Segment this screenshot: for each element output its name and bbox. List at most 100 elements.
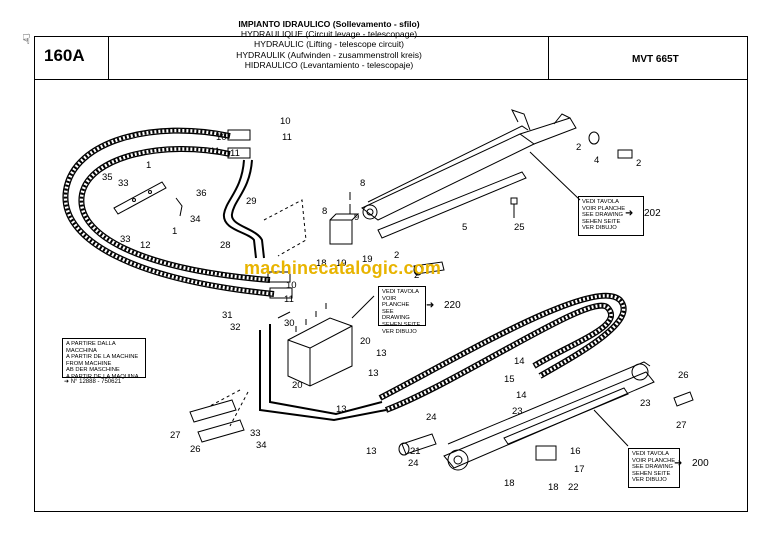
callout: 10 xyxy=(286,280,297,291)
header-divider-left xyxy=(108,36,109,80)
see-drawing-box: VEDI TAVOLA VOIR PLANCHE SEE DRAWING SEH… xyxy=(628,448,680,488)
arrow-right-icon: ➜ xyxy=(674,458,683,469)
note-line: FROM MACHINE xyxy=(66,360,112,367)
note-line: A PARTIR DE LA MAQUINA xyxy=(66,373,139,380)
callout: 11 xyxy=(284,294,294,305)
callout: 11 xyxy=(230,148,240,159)
callout: 25 xyxy=(514,222,525,233)
hand-cursor-icon: ☟ xyxy=(22,31,31,47)
callout: 13 xyxy=(336,404,347,415)
hydraulic-parts-diagram xyxy=(62,109,694,471)
title-spanish: HIDRAULICO (Levantamiento - telescopaje) xyxy=(244,59,414,70)
serial-note-box: A PARTIRE DALLA MACCHINA A PARTIR DE LA … xyxy=(62,338,146,380)
callout: 27 xyxy=(170,430,181,441)
callout: 17 xyxy=(574,464,585,475)
callout: 8 xyxy=(360,178,366,189)
callout: 14 xyxy=(516,390,527,401)
callout: 1 xyxy=(172,226,178,237)
callout: 24 xyxy=(408,458,419,469)
header-divider-right xyxy=(548,36,549,80)
callout: 20 xyxy=(292,380,303,391)
note-line: A PARTIRE DALLA MACCHINA xyxy=(66,341,116,354)
callout: 34 xyxy=(256,440,267,451)
callout: 33 xyxy=(118,178,129,189)
ref-line: SEHEN SEITE xyxy=(382,321,421,328)
ref-line: VEDI TAVOLA xyxy=(582,199,620,205)
callout: 13 xyxy=(366,446,377,457)
ref-line: SEE DRAWING xyxy=(382,308,410,322)
callout: 31 xyxy=(222,310,233,321)
arrow-right-icon: ➜ xyxy=(64,379,70,385)
callout: 2 xyxy=(576,142,582,153)
title-french: HYDRAULIQUE (Circuit levage - telescopag… xyxy=(240,29,418,40)
callout: 11 xyxy=(282,132,292,143)
ref-line: VOIR PLANCHE xyxy=(582,205,626,212)
callout: 27 xyxy=(676,420,687,431)
callout: 28 xyxy=(220,240,231,251)
callout: 18 xyxy=(316,258,327,269)
callout: 26 xyxy=(190,444,201,455)
callout: 16 xyxy=(570,446,581,457)
see-drawing-box: VEDI TAVOLA VOIR PLANCHE SEE DRAWING SEH… xyxy=(378,286,426,335)
watermark: machinecatalogic.com xyxy=(244,258,442,278)
callout: 20 xyxy=(360,336,371,347)
arrow-right-icon: ➜ xyxy=(426,300,435,311)
callout: 33 xyxy=(120,234,131,245)
see-drawing-box: VEDI TAVOLA VOIR PLANCHE SEE DRAWING SEH… xyxy=(578,196,644,236)
see-drawing-number[interactable]: 220 xyxy=(444,300,461,311)
note-line: AB DER MASCHINE xyxy=(66,367,120,374)
callout: 4 xyxy=(594,155,600,166)
callout: 18 xyxy=(504,478,515,489)
page-number: 160A xyxy=(44,46,85,65)
callout: 22 xyxy=(568,482,579,493)
serial-number-row: ➜ N° 12888 - 750621 xyxy=(64,378,121,385)
title-block: IMPIANTO IDRAULICO (Sollevamento - sfilo… xyxy=(198,19,460,70)
note-line: A PARTIR DE LA MACHINE xyxy=(66,354,139,361)
ref-line: VEDI TAVOLA xyxy=(382,289,420,295)
title-italian: IMPIANTO IDRAULICO (Sollevamento - sfilo… xyxy=(238,19,420,29)
callout: 33 xyxy=(250,428,261,439)
ref-line: VOIR PLANCHE xyxy=(632,457,676,464)
see-drawing-number[interactable]: 200 xyxy=(692,458,709,469)
callout: 9 xyxy=(354,212,360,223)
serial-number: N° 12888 - 750621 xyxy=(70,379,122,385)
header-divider xyxy=(34,79,748,80)
callout: 30 xyxy=(284,318,295,329)
ref-line: VOIR PLANCHE xyxy=(382,295,410,309)
callout: 11 xyxy=(210,146,220,157)
callout: 26 xyxy=(678,370,689,381)
callout: 36 xyxy=(196,188,207,199)
model-code: MVT 665T xyxy=(632,54,679,65)
title-english: HYDRAULIC (Lifting - telescope circuit) xyxy=(254,39,404,50)
ref-line: SEHEN SEITE xyxy=(632,470,671,477)
ref-line: SEHEN SEITE xyxy=(582,218,621,225)
callout: 15 xyxy=(504,374,515,385)
ref-line: VER DIBUJO xyxy=(382,328,417,335)
arrow-right-icon: ➜ xyxy=(625,208,634,219)
callout: 23 xyxy=(512,406,523,417)
callout: 12 xyxy=(140,240,151,251)
callout: 21 xyxy=(410,446,421,457)
callout: 2 xyxy=(636,158,642,169)
callout: 2 xyxy=(414,270,420,281)
callout: 1 xyxy=(146,160,152,171)
callout: 13 xyxy=(376,348,387,359)
ref-line: VER DIBUJO xyxy=(582,225,617,232)
callout: 23 xyxy=(640,398,651,409)
callout: 19 xyxy=(362,254,373,265)
callout: 19 xyxy=(336,258,347,269)
ref-line: VER DIBUJO xyxy=(632,477,667,484)
callout: 10 xyxy=(280,116,291,127)
ref-line: SEE DRAWING xyxy=(632,464,674,471)
callout: 32 xyxy=(230,322,241,333)
callout: 18 xyxy=(548,482,559,493)
callout: 13 xyxy=(368,368,379,379)
callout: 34 xyxy=(190,214,201,225)
drawing-frame xyxy=(34,36,748,512)
callout: 5 xyxy=(462,222,468,233)
callout: 14 xyxy=(514,356,525,367)
see-drawing-number[interactable]: 202 xyxy=(644,208,661,219)
callout: 24 xyxy=(426,412,437,423)
ref-line: SEE DRAWING xyxy=(582,212,624,219)
ref-line: VEDI TAVOLA xyxy=(632,451,670,457)
